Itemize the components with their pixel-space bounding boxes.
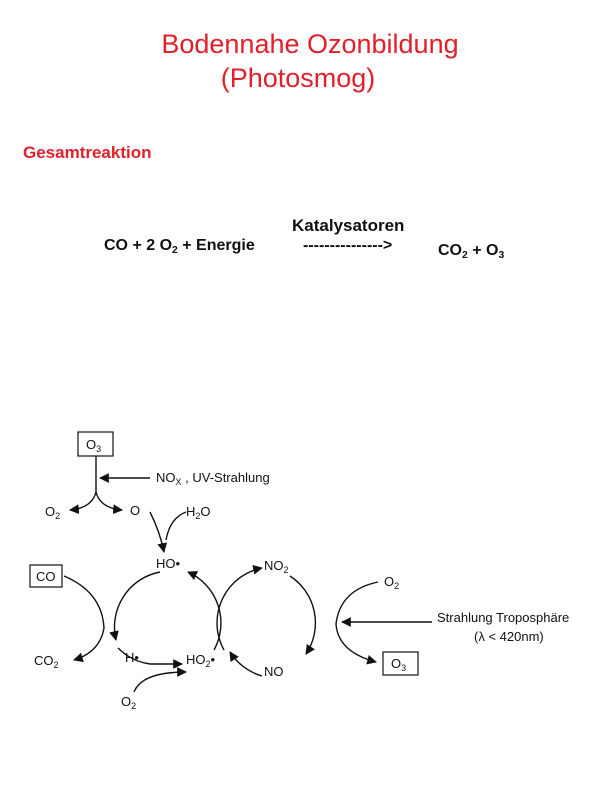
ho2-radical-label: HO2•: [186, 652, 216, 669]
right-cycle-right-arc: [289, 575, 317, 655]
o3-top-label: O3: [86, 437, 101, 454]
wavelength-label: (λ < 420nm): [474, 629, 544, 644]
reactants-o2-subscript: 2: [172, 245, 178, 257]
reactants-co-o2: CO + 2 O: [104, 237, 173, 254]
reactants-energy: + Energie: [177, 237, 255, 254]
section-heading: Gesamtreaktion: [23, 143, 152, 162]
o3-bottom-label: O3: [391, 656, 406, 673]
co2-label: CO2: [34, 653, 59, 670]
arrow-o-to-ho: [149, 511, 168, 553]
no2-label: NO2: [264, 558, 289, 575]
o-atom-label: O: [130, 503, 140, 518]
h-radical-label: H•: [125, 650, 139, 665]
left-cycle-right-arc: [187, 571, 222, 651]
arrow-o2-to-o3: [335, 581, 379, 665]
products-o3: + O: [467, 242, 499, 259]
o2-right-label: O2: [384, 574, 399, 591]
h2o-join-line: [165, 511, 187, 541]
h2o-label: H2O: [186, 504, 211, 521]
arrow-o2-to-ho2: [133, 667, 187, 693]
products-o3-subscript: 3: [498, 250, 505, 262]
radiation-label: Strahlung Troposphäre: [437, 610, 569, 625]
equation-arrow: --------------->: [303, 237, 393, 254]
equation-products: CO2 + O3: [438, 242, 505, 262]
right-cycle-left-arc: [216, 564, 263, 651]
o2-left-label: O2: [45, 504, 60, 521]
arrow-to-o2: [69, 491, 97, 515]
equation-reactants: CO + 2 O2 + Energie: [104, 237, 255, 257]
title-line-2: (Photosmog): [220, 63, 376, 93]
arrow-to-o: [95, 491, 123, 515]
arrow-co-to-co2: [63, 575, 105, 663]
products-co2-subscript: 2: [462, 250, 468, 262]
co-label: CO: [36, 569, 56, 584]
o2-bottom-label: O2: [121, 694, 136, 711]
o3-bottom-box: [382, 651, 419, 676]
no-label: NO: [264, 664, 284, 679]
left-cycle-lower-left: [117, 647, 151, 665]
products-co2: CO: [438, 242, 462, 259]
right-cycle-lower-arc: [229, 651, 263, 677]
ho-radical-label: HO•: [156, 556, 181, 571]
nox-uv-label: NOX , UV-Strahlung: [156, 470, 270, 487]
left-cycle-upper-arc: [109, 571, 161, 641]
equation-catalyst: Katalysatoren: [292, 216, 405, 235]
title-line-1: Bodennahe Ozonbildung: [161, 29, 459, 59]
co-box: [29, 564, 63, 588]
